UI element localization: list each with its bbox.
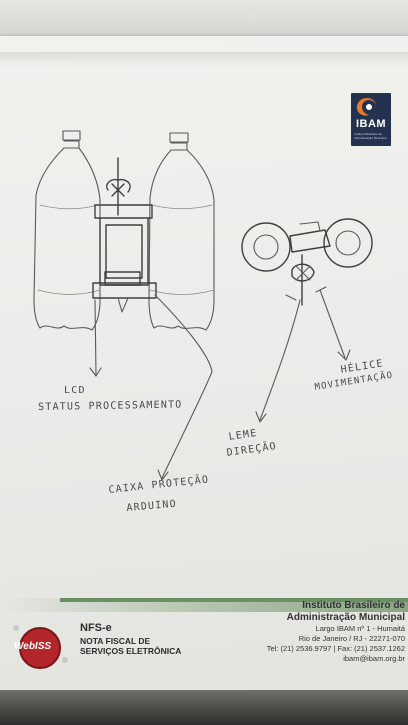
address-line2: Rio de Janeiro / RJ - 22271-070	[267, 634, 405, 644]
ibam-wordmark: IBAM	[351, 118, 391, 130]
email-address: ibam@ibam.org.br	[267, 654, 405, 664]
annotation-leader-lines	[90, 290, 350, 480]
address-line1: Largo IBAM nº 1 - Humaitá	[267, 624, 405, 634]
contact-block: Instituto Brasileiro de Administração Mu…	[267, 600, 405, 664]
ibam-tagline: Instituto Brasileiro de Administração Mu…	[354, 132, 388, 140]
ibam-swirl-icon	[355, 96, 379, 118]
right-bottle-drawing	[149, 133, 214, 330]
table-surface	[0, 690, 408, 725]
propeller-drawing	[242, 219, 372, 305]
nfse-subtitle: NOTA FISCAL DE SERVIÇOS ELETRÔNICA	[80, 636, 190, 656]
org-name-line1: Instituto Brasileiro de	[267, 600, 405, 612]
org-name-line2: Administração Municipal	[267, 612, 405, 624]
lcd-label: LCD	[64, 385, 86, 396]
protection-box-drawing	[93, 158, 156, 312]
phone-fax: Tel: (21) 2536.9797 | Fax: (21) 2537.126…	[267, 644, 405, 654]
left-bottle-drawing	[34, 131, 100, 330]
nfse-title: NFS-e	[80, 622, 112, 634]
ibam-logo: IBAM Instituto Brasileiro de Administraç…	[351, 93, 391, 146]
webiss-wordmark: WebISS	[14, 641, 51, 652]
